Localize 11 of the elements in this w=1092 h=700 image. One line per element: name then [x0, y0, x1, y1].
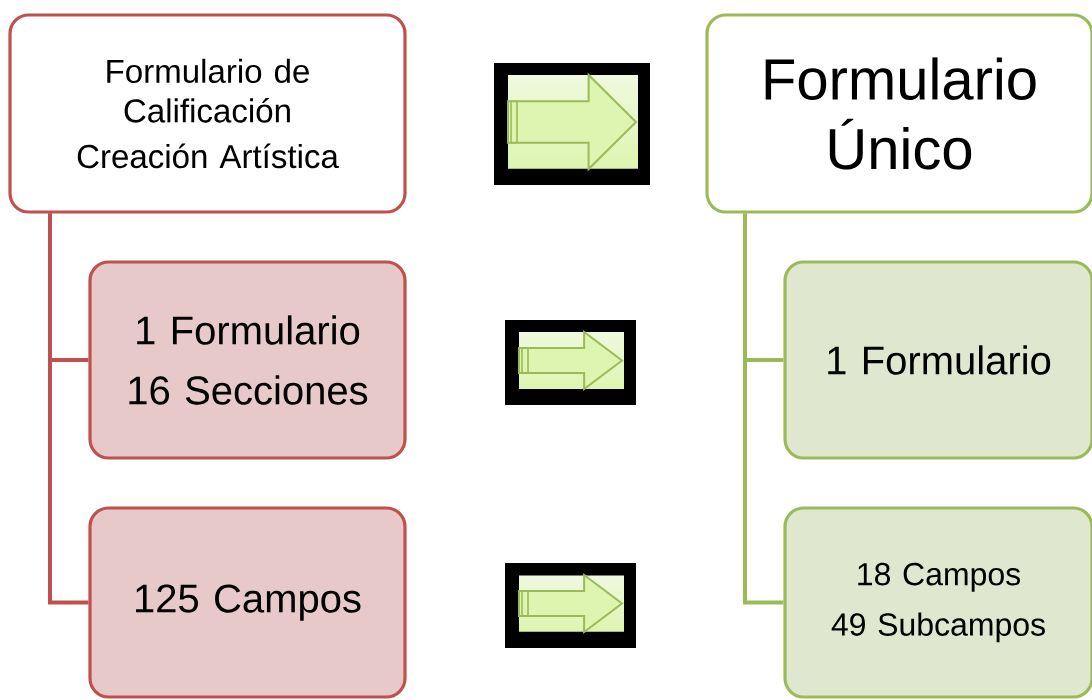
- info-box: 1 Formulario 16 Secciones: [88, 260, 407, 460]
- connector-line: [743, 213, 784, 605]
- info-box: 1 Formulario: [783, 260, 1092, 460]
- picture: [505, 563, 636, 648]
- title-box: Formulario de Calificación Creación Artística: [8, 13, 407, 214]
- title-box: Formulario Único: [705, 13, 1092, 214]
- info-box: 18 Campos 49 Subcampos: [783, 506, 1092, 699]
- picture: [494, 63, 650, 185]
- info-box: 125 Campos: [88, 506, 407, 699]
- connector-line: [48, 213, 89, 605]
- picture: [505, 320, 636, 405]
